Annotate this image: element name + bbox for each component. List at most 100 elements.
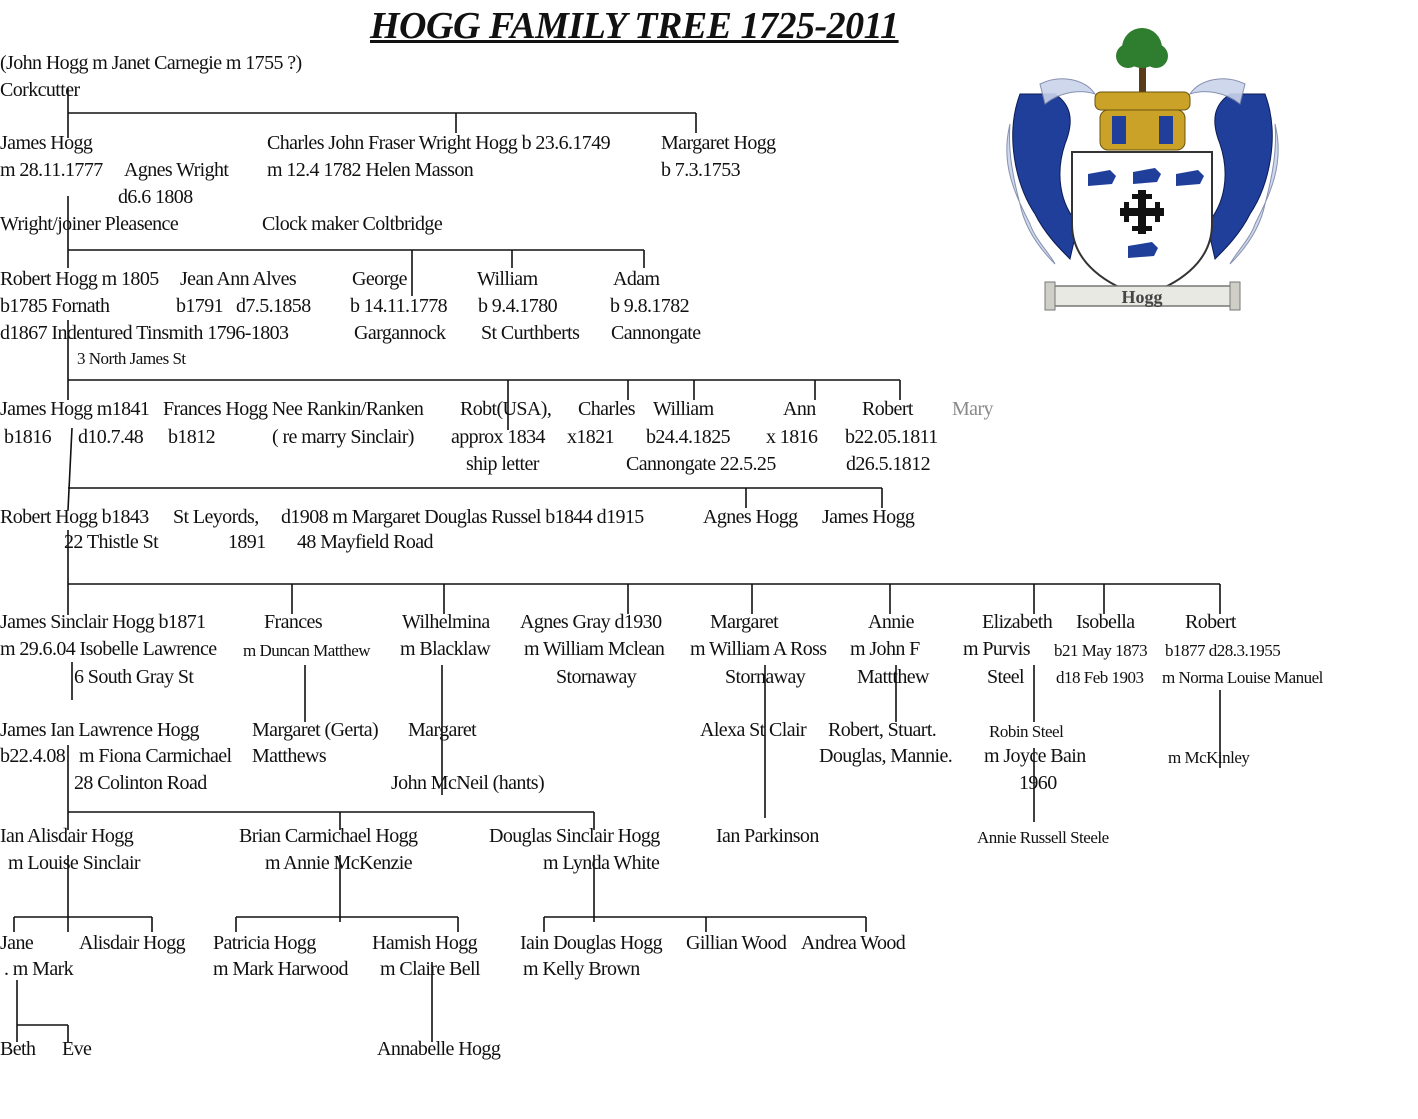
person-andrea-wood: Andrea Wood: [801, 932, 906, 954]
person-ann: Ann: [783, 398, 816, 420]
address: 22 Thistle St: [64, 531, 159, 553]
spouse: m Blacklaw: [400, 638, 491, 660]
spouse: m Lynda White: [543, 852, 660, 874]
person-agnes-gray: Agnes Gray d1930: [520, 611, 662, 633]
spouse: m Claire Bell: [380, 958, 481, 980]
person-agnes-hogg: Agnes Hogg: [703, 506, 798, 528]
address: 28 Colinton Road: [74, 772, 207, 794]
family-crest-icon: Hogg: [1006, 28, 1279, 311]
spouse-fiona-carmichael: m Fiona Carmichael: [79, 745, 232, 767]
person-charles-hogg: Charles John Fraser Wright Hogg b 23.6.1…: [267, 132, 611, 154]
spouse: m William Mclean: [524, 638, 665, 660]
spouse: m John F: [850, 638, 920, 660]
person-brian-carmichael-hogg: Brian Carmichael Hogg: [239, 825, 418, 847]
note: ( re marry Sinclair): [272, 426, 414, 448]
address: 48 Mayfield Road: [297, 531, 434, 553]
year: 1960: [1019, 772, 1057, 794]
person-hamish-hogg: Hamish Hogg: [372, 932, 478, 954]
person-james-hogg-1777: James Hogg: [0, 132, 93, 154]
birth-date: b1791: [176, 295, 224, 317]
person-adam: Adam: [613, 268, 660, 290]
date: x 1816: [766, 426, 818, 448]
person-frances: Frances: [264, 611, 323, 633]
person-douglas-sinclair-hogg: Douglas Sinclair Hogg: [489, 825, 660, 847]
person-james-sinclair-hogg: James Sinclair Hogg b1871: [0, 611, 206, 633]
birth-date: b1812: [168, 426, 216, 448]
place: St Curthberts: [481, 322, 580, 344]
person-john-mcneil: John McNeil (hants): [391, 772, 545, 794]
spouse: m Duncan Matthew: [243, 641, 371, 660]
person-george: George: [352, 268, 408, 290]
person-margaret-gerta: Margaret (Gerta): [252, 719, 379, 741]
year: 1891: [228, 531, 266, 553]
address: 3 North James St: [77, 349, 186, 368]
person-ian-parkinson: Ian Parkinson: [716, 825, 819, 847]
spouse: m Annie McKenzie: [265, 852, 413, 874]
person-margaret-hogg-1753: Margaret Hogg: [661, 132, 776, 154]
spouse: . m Mark: [4, 958, 74, 980]
person-john-hogg: (John Hogg m Janet Carnegie m 1755 ?): [0, 52, 302, 74]
crest-scroll-label: Hogg: [1121, 287, 1162, 307]
birth-place: b1785 Fornath: [0, 295, 110, 317]
person-alexa-st-clair: Alexa St Clair: [700, 719, 807, 741]
person-beth: Beth: [0, 1038, 36, 1060]
person-robt-usa: Robt(USA),: [460, 398, 552, 420]
date: x1821: [567, 426, 615, 448]
spouse-frances-rankin: Frances Hogg Nee Rankin/Ranken: [163, 398, 424, 420]
spouse-cont: Mattthew: [857, 666, 929, 688]
person-james-hogg-1841: James Hogg m1841: [0, 398, 150, 420]
spouse: m Purvis: [963, 638, 1030, 660]
person-wilhelmina: Wilhelmina: [402, 611, 490, 633]
birth-date: b 7.3.1753: [661, 159, 741, 181]
person-james-ian-lawrence-hogg: James Ian Lawrence Hogg: [0, 719, 199, 741]
birth-date: b 9.8.1782: [610, 295, 690, 317]
children-names-cont: Douglas, Mannie.: [819, 745, 953, 767]
person-mary: Mary: [952, 398, 994, 420]
place: Cannongate: [611, 322, 701, 344]
death-date: d6.6 1808: [118, 186, 193, 208]
birth-date: b22.4.08: [0, 745, 66, 767]
birth-date: b24.4.1825: [646, 426, 731, 448]
place: St Leyords,: [173, 506, 259, 528]
person-william: William: [653, 398, 714, 420]
person-patricia-hogg: Patricia Hogg: [213, 932, 316, 954]
occupation-clock-maker: Clock maker Coltbridge: [262, 213, 443, 235]
spouse: m Mark Harwood: [213, 958, 349, 980]
person-robin-steel: Robin Steel: [989, 722, 1064, 741]
note: ship letter: [466, 453, 539, 475]
person-annie-russell-steele: Annie Russell Steele: [977, 828, 1109, 847]
marriage-helen-masson: m 12.4 1782 Helen Masson: [267, 159, 474, 181]
death-date: d26.5.1812: [846, 453, 931, 475]
occupation-corkcutter: Corkcutter: [0, 79, 80, 101]
death-date: d7.5.1858: [236, 295, 311, 317]
person-annabelle-hogg: Annabelle Hogg: [377, 1038, 501, 1060]
person-isobella: Isobella: [1076, 611, 1135, 633]
spouse: m Joyce Bain: [984, 745, 1086, 767]
marriage-margaret-russel: d1908 m Margaret Douglas Russel b1844 d1…: [281, 506, 644, 528]
place: Gargannock: [354, 322, 446, 344]
person-margaret: Margaret: [408, 719, 477, 741]
person-robert-hogg-1805: Robert Hogg m 1805: [0, 268, 159, 290]
address: 6 South Gray St: [74, 666, 194, 688]
person-eve: Eve: [62, 1038, 92, 1060]
person-robert: Robert: [862, 398, 913, 420]
person-alisdair-hogg: Alisdair Hogg: [79, 932, 186, 954]
surname: Matthews: [252, 745, 327, 767]
spouse: m Norma Louise Manuel: [1162, 668, 1323, 687]
date: approx 1834: [451, 426, 546, 448]
person-margaret: Margaret: [710, 611, 779, 633]
marriage-isobelle-lawrence: m 29.6.04 Isobelle Lawrence: [0, 638, 217, 660]
spouse: m William A Ross: [690, 638, 827, 660]
birth-date: b 9.4.1780: [478, 295, 558, 317]
place: Stornaway: [725, 666, 806, 688]
dates: b1877 d28.3.1955: [1165, 641, 1281, 660]
marriage-date: m 28.11.1777: [0, 159, 103, 181]
place: Cannongate 22.5.25: [626, 453, 776, 475]
person-annie: Annie: [868, 611, 914, 633]
death-date: d18 Feb 1903: [1056, 668, 1144, 687]
birth-date: b1816: [4, 426, 52, 448]
place: Stornaway: [556, 666, 637, 688]
spouse-agnes-wright: Agnes Wright: [124, 159, 229, 181]
person-robert-1877: Robert: [1185, 611, 1236, 633]
